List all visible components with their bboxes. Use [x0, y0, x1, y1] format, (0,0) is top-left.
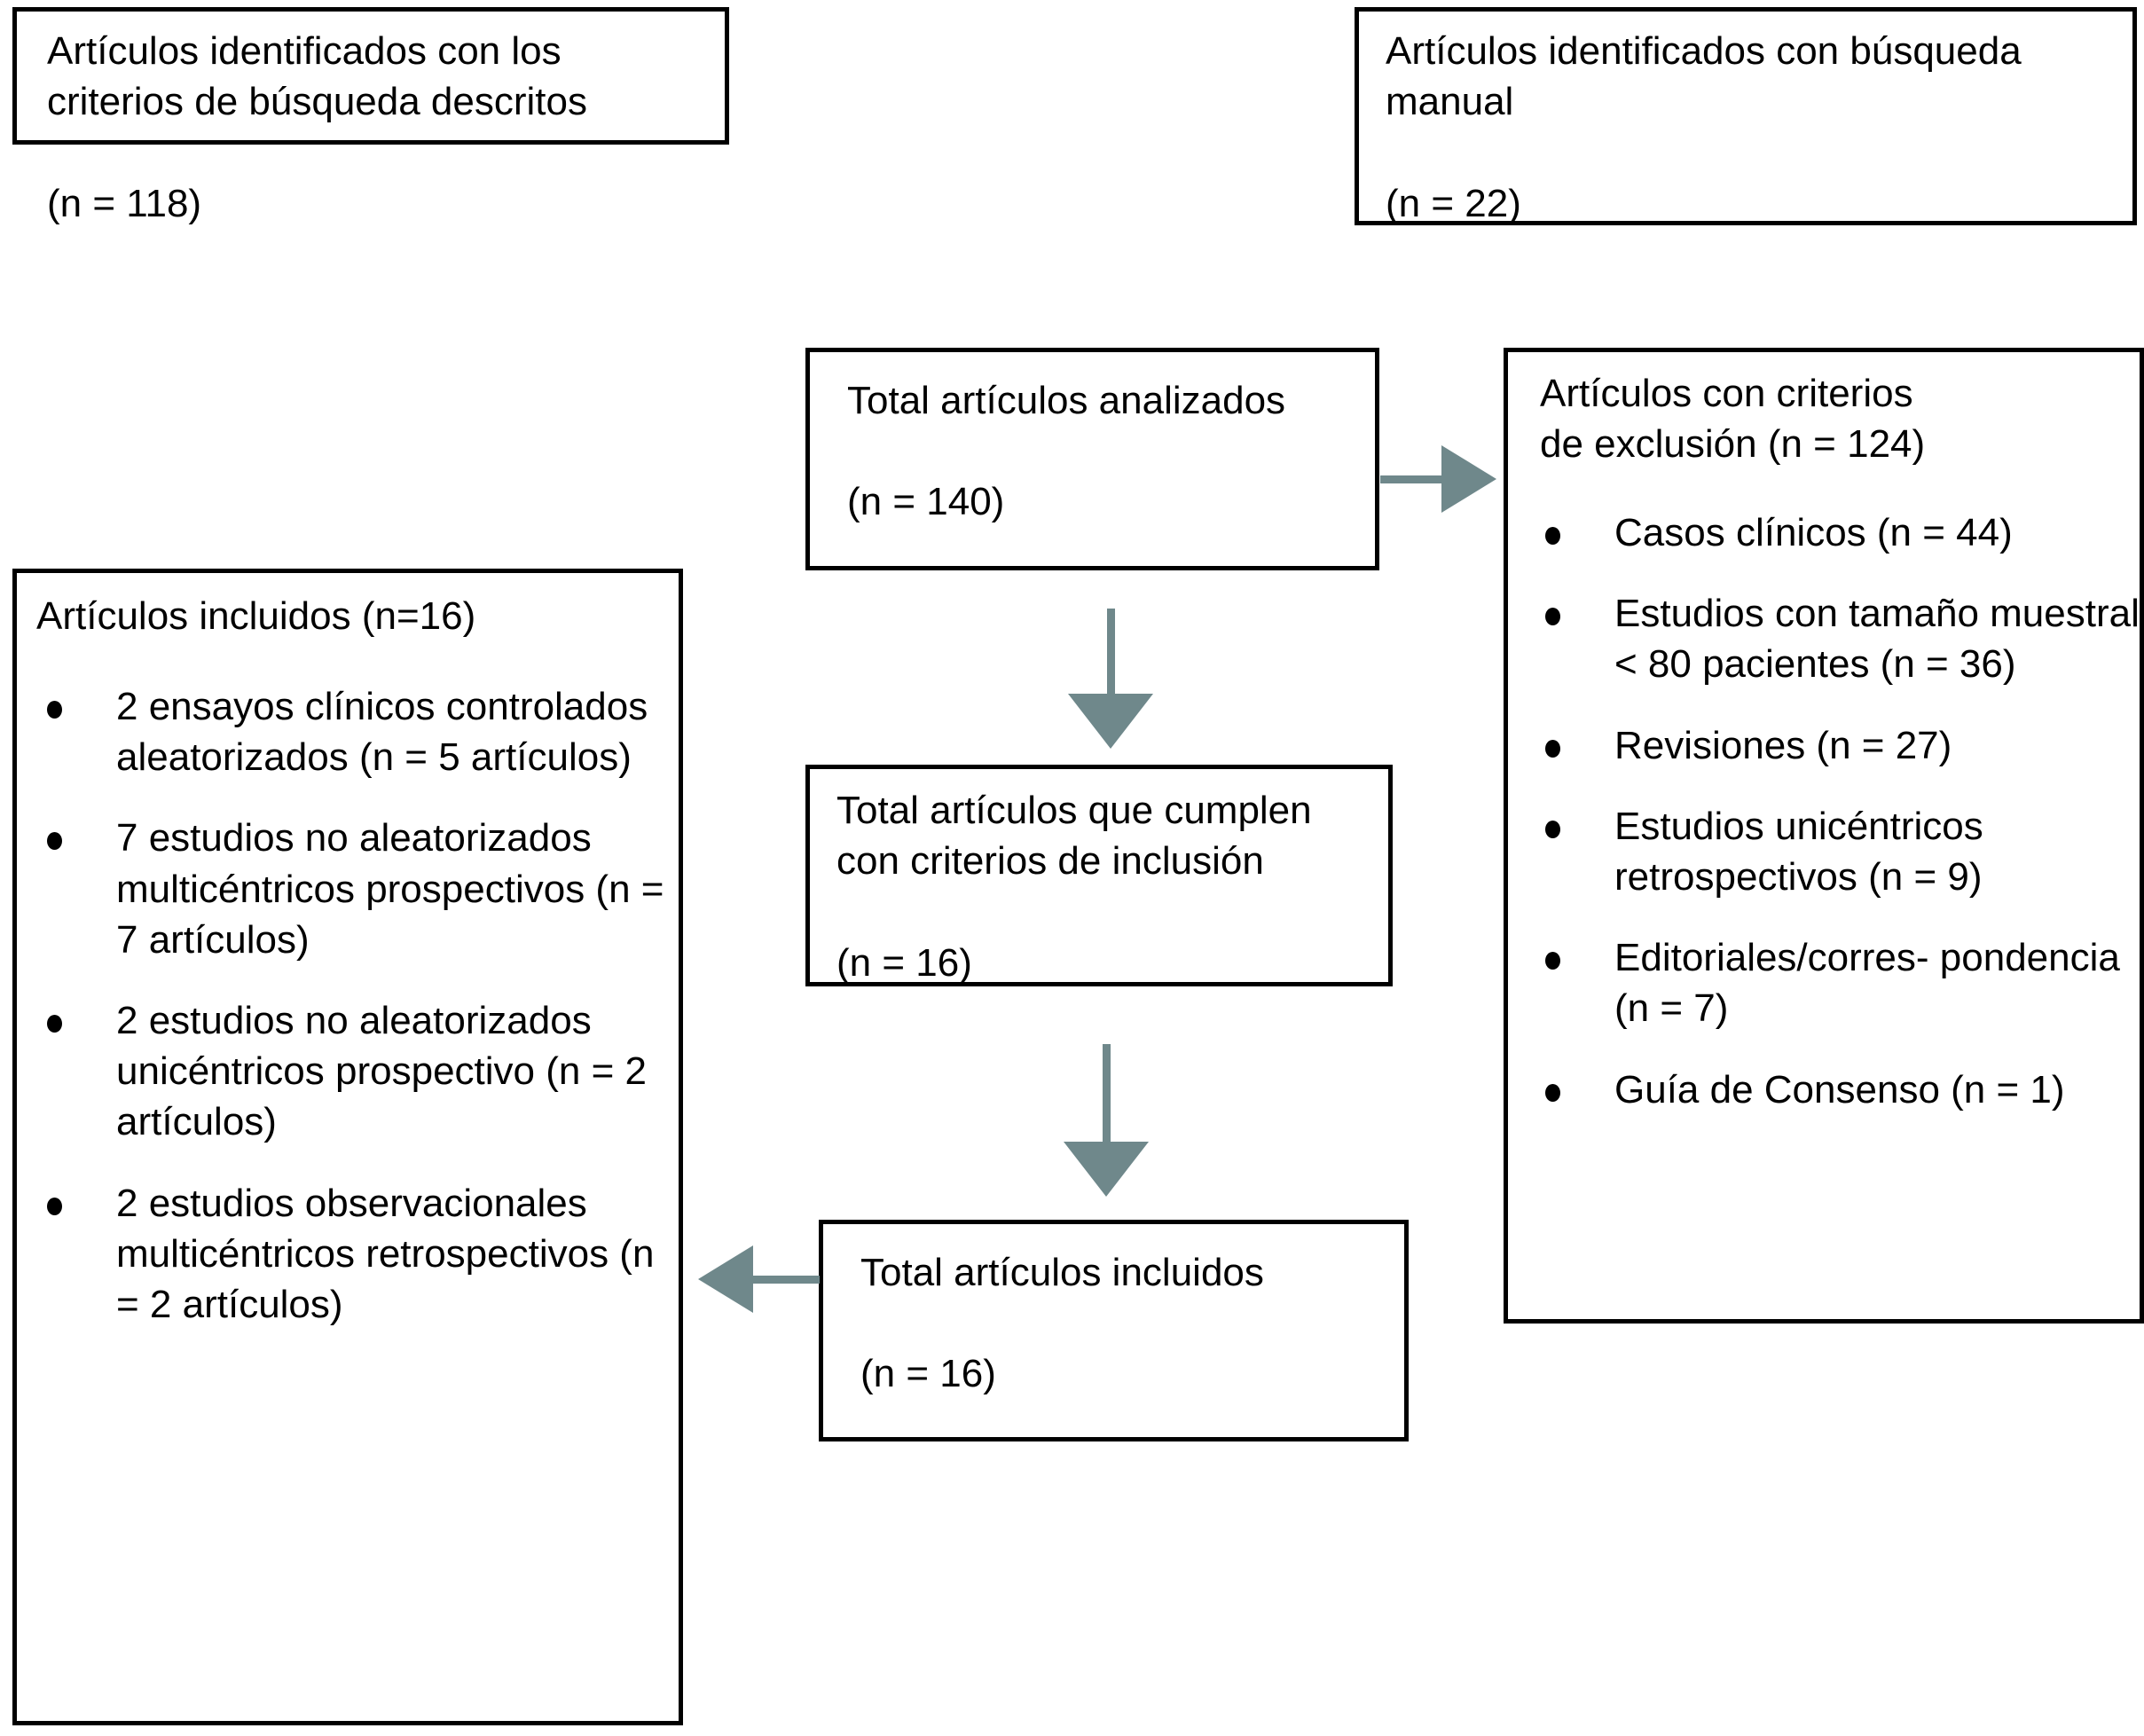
- arrow-total-to-included-line: [743, 1276, 820, 1284]
- bullet-icon: [1545, 820, 1560, 838]
- arrow-analyzed-to-inclusion-line: [1107, 609, 1115, 708]
- box-total-included-text: Total artículos incluidos (n = 16): [860, 1251, 1264, 1396]
- box-excluded: Artículos con criterios de exclusión (n …: [1504, 348, 2144, 1324]
- list-item: 7 estudios no aleatorizados multicéntric…: [47, 813, 684, 965]
- list-item: Casos clínicos (n = 44): [1545, 507, 2144, 558]
- list-item: 2 estudios no aleatorizados unicéntricos…: [47, 995, 684, 1148]
- box-identified-search-text: Artículos identificados con los criterio…: [47, 29, 587, 225]
- box-meet-inclusion: Total artículos que cumplen con criterio…: [805, 765, 1393, 986]
- box-total-analyzed-text: Total artículos analizados (n = 140): [847, 379, 1286, 524]
- list-item: Estudios unicéntricos retrospectivos (n …: [1545, 801, 2144, 902]
- bullet-icon: [47, 832, 62, 851]
- list-item: Estudios con tamaño muestral < 80 pacien…: [1545, 588, 2144, 689]
- list-item: 2 ensayos clínicos controlados aleatoriz…: [47, 681, 684, 782]
- arrow-total-to-included-head: [698, 1245, 753, 1313]
- list-item: Editoriales/corres- pondencia (n = 7): [1545, 932, 2144, 1033]
- bullet-icon: [1545, 952, 1560, 970]
- box-included-header: Artículos incluidos (n=16): [36, 594, 476, 638]
- bullet-icon: [1545, 1083, 1560, 1102]
- list-item-label: 2 estudios no aleatorizados unicéntricos…: [116, 998, 647, 1144]
- box-meet-inclusion-text: Total artículos que cumplen con criterio…: [836, 789, 1312, 985]
- list-item: 2 estudios observacionales multicéntrico…: [47, 1178, 684, 1331]
- box-identified-manual-text: Artículos identificados con búsqueda man…: [1386, 29, 2022, 225]
- list-item-label: Estudios con tamaño muestral < 80 pacien…: [1614, 592, 2140, 687]
- included-list: 2 ensayos clínicos controlados aleatoriz…: [47, 681, 684, 1360]
- list-item: Revisiones (n = 27): [1545, 720, 2144, 771]
- bullet-icon: [47, 701, 62, 719]
- excluded-list: Casos clínicos (n = 44) Estudios con tam…: [1545, 507, 2144, 1145]
- arrow-analyzed-to-excluded-head: [1441, 445, 1496, 513]
- bullet-icon: [47, 1197, 62, 1215]
- list-item-label: 2 estudios observacionales multicéntrico…: [116, 1181, 655, 1326]
- box-total-included: Total artículos incluidos (n = 16): [819, 1220, 1409, 1441]
- list-item-label: Casos clínicos (n = 44): [1614, 511, 2013, 554]
- box-total-analyzed: Total artículos analizados (n = 140): [805, 348, 1379, 570]
- arrow-inclusion-to-total-line: [1103, 1044, 1111, 1158]
- bullet-icon: [1545, 739, 1560, 758]
- arrow-analyzed-to-excluded-line: [1380, 475, 1478, 483]
- list-item-label: Estudios unicéntricos retrospectivos (n …: [1614, 804, 1983, 899]
- list-item-label: Guía de Consenso (n = 1): [1614, 1067, 2065, 1112]
- box-identified-manual: Artículos identificados con búsqueda man…: [1355, 7, 2137, 225]
- arrow-analyzed-to-inclusion-head: [1068, 694, 1153, 749]
- list-item-label: 2 ensayos clínicos controlados aleatoriz…: [116, 685, 648, 780]
- box-included: Artículos incluidos (n=16) 2 ensayos clí…: [12, 569, 683, 1725]
- box-excluded-header: Artículos con criterios de exclusión (n …: [1540, 372, 1926, 467]
- bullet-icon: [47, 1014, 62, 1033]
- bullet-icon: [1545, 527, 1560, 545]
- bullet-icon: [1545, 608, 1560, 626]
- list-item-label: 7 estudios no aleatorizados multicéntric…: [116, 816, 664, 962]
- list-item-label: Revisiones (n = 27): [1614, 723, 1952, 767]
- list-item-label: Editoriales/corres- pondencia (n = 7): [1614, 936, 2120, 1031]
- list-item: Guía de Consenso (n = 1): [1545, 1064, 2144, 1115]
- arrow-inclusion-to-total-head: [1064, 1142, 1149, 1197]
- box-identified-search: Artículos identificados con los criterio…: [12, 7, 729, 225]
